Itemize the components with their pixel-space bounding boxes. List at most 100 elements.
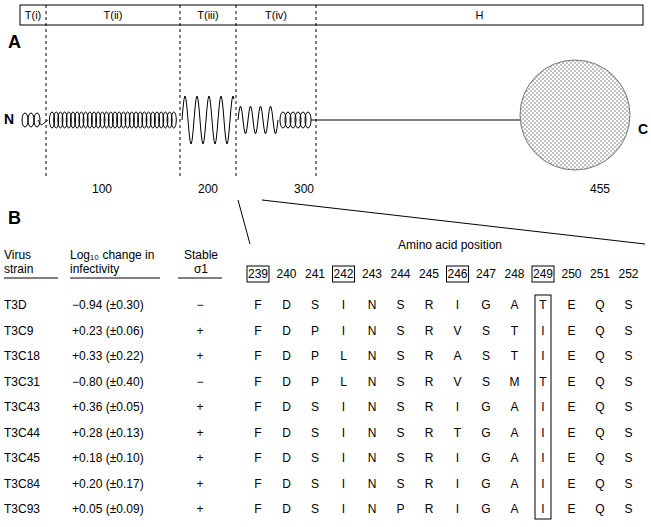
strain-name: T3C44 [4,426,40,440]
panel-letter: B [8,208,21,228]
stability-mark: + [196,426,203,440]
axis-number: 200 [198,182,218,196]
residue-position: 246 [447,267,467,281]
domain-label: T(iv) [265,8,287,22]
stability-mark: + [196,349,203,363]
residue-letter: D [282,375,291,389]
stability-mark: − [196,298,203,312]
residue-letter: S [311,400,319,414]
residue-letter: T [511,349,518,363]
residue-letter: P [311,349,319,363]
residue-letter: S [396,298,404,312]
residue-letter: Q [595,375,604,389]
residue-letter: F [254,298,261,312]
residue-letter: Q [595,426,604,440]
strain-name: T3C9 [4,324,33,338]
domain-cell: T(i) [20,6,46,24]
residue-letter: P [396,502,404,516]
residue-letter: D [282,451,291,465]
infectivity-value: +0.28 (±0.13) [72,426,144,440]
residue-letter: Q [595,324,604,338]
residue-letter: I [456,477,459,491]
residue-letter: L [340,349,347,363]
residue-letter: D [282,400,291,414]
axis-number: 455 [590,182,610,196]
residue-letter: S [396,477,404,491]
stability-mark: − [196,375,203,389]
residue-letter: G [481,298,490,312]
residue-letter: S [311,477,319,491]
residue-letter: I [541,477,544,491]
residue-letter: I [456,502,459,516]
residue-letter: R [425,400,434,414]
residue-letter: S [624,375,632,389]
domain-label: T(i) [25,8,42,22]
residue-letter: G [481,400,490,414]
residue-letter: E [567,426,575,440]
residue-letter: N [368,477,377,491]
residue-letter: Q [595,349,604,363]
infectivity-value: −0.80 (±0.40) [72,375,144,389]
residue-letter: R [425,426,434,440]
residue-letter: G [481,477,490,491]
residue-letter: S [396,349,404,363]
residue-letter: I [342,400,345,414]
residue-letter: F [254,349,261,363]
strain-name: T3C93 [4,502,40,516]
residue-position: 241 [305,267,325,281]
residue-letter: F [254,477,261,491]
residue-letter: I [541,451,544,465]
residue-letter: S [624,298,632,312]
strain-name: T3C84 [4,477,40,491]
residue-letter: S [624,349,632,363]
residue-letter: I [342,298,345,312]
domain-label: T(iii) [197,8,218,22]
residue-letter: I [456,400,459,414]
residue-letter: T [539,298,546,312]
stability-mark: + [196,324,203,338]
residue-letter: S [624,400,632,414]
residue-letter: I [342,502,345,516]
residue-letter: Q [595,477,604,491]
residue-letter: Q [595,400,604,414]
strain-name: T3C43 [4,400,40,414]
residue-letter: S [396,451,404,465]
domain-cell: T(iii) [180,6,236,24]
residue-letter: E [567,375,575,389]
residue-letter: I [342,426,345,440]
residue-letter: N [368,298,377,312]
residue-position: 249 [533,267,553,281]
residue-letter: N [368,451,377,465]
residue-letter: G [481,502,490,516]
column-header: Log₁₀ change in infectivity [70,248,162,276]
column-header: Virus strain [4,248,58,276]
table-lines [4,266,554,519]
residue-letter: F [254,375,261,389]
residue-letter: E [567,451,575,465]
residue-letter: R [425,477,434,491]
residue-letter: I [541,324,544,338]
residue-letter: V [453,324,461,338]
residue-letter: N [368,324,377,338]
residue-letter: D [282,324,291,338]
residue-letter: I [541,400,544,414]
residue-position: 248 [504,267,524,281]
residue-position: 240 [276,267,296,281]
axis-number: 300 [294,182,314,196]
residue-letter: Q [595,298,604,312]
strain-name: T3C18 [4,349,40,363]
infectivity-value: +0.23 (±0.06) [72,324,144,338]
residue-letter: I [342,477,345,491]
head-domain [520,60,630,170]
residue-letter: S [396,426,404,440]
residue-letter: R [425,375,434,389]
residue-letter: S [396,324,404,338]
stability-mark: + [196,400,203,414]
residue-letter: I [541,426,544,440]
residue-position: 244 [390,267,410,281]
residue-letter: S [624,426,632,440]
stability-mark: + [196,477,203,491]
strain-name: T3C45 [4,451,40,465]
residue-letter: I [456,298,459,312]
residue-letter: D [282,477,291,491]
